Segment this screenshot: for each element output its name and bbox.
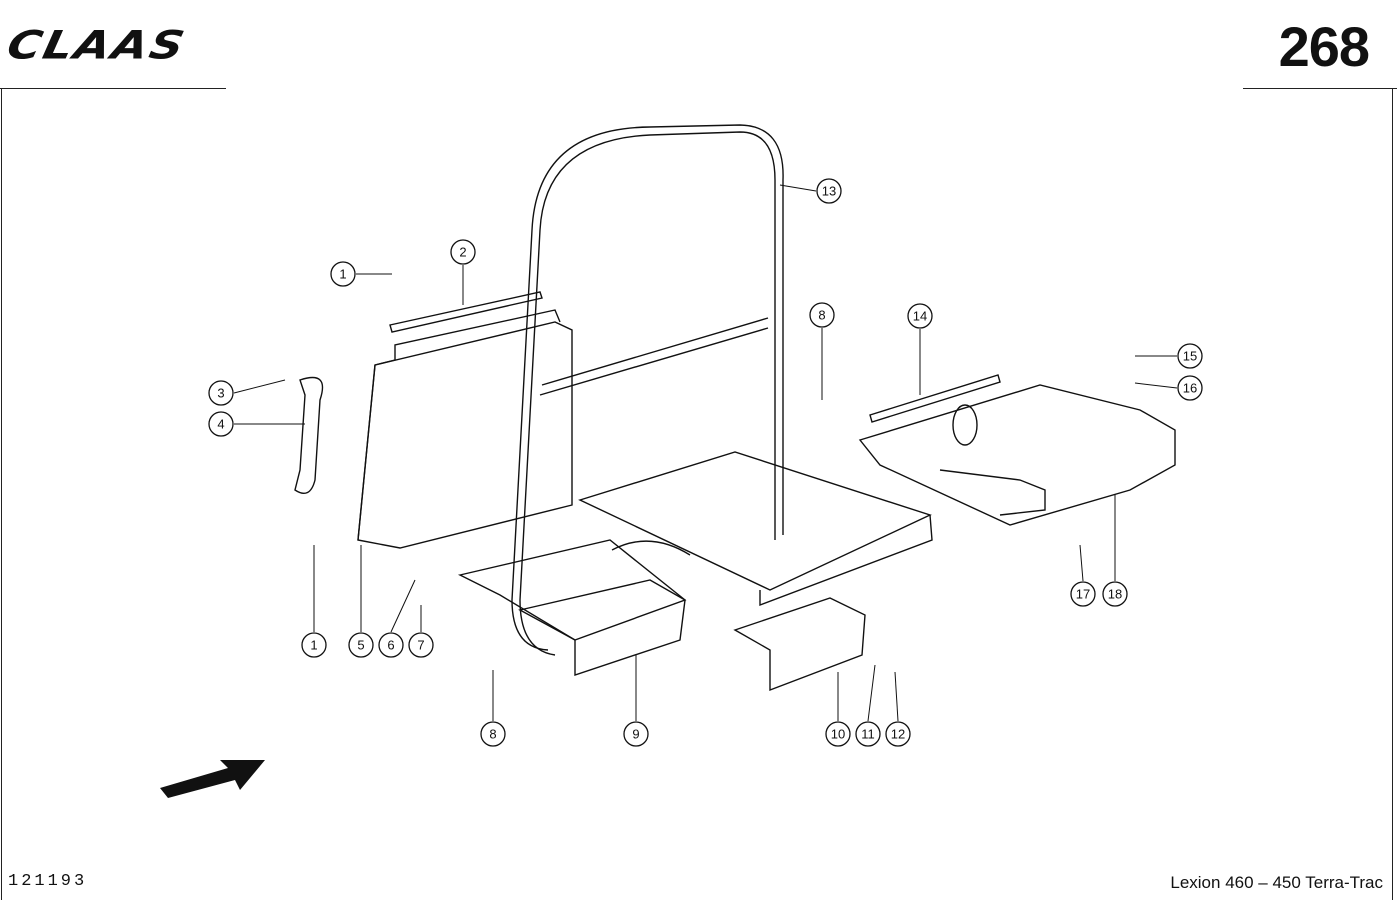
callout-5: 5 bbox=[348, 632, 374, 658]
svg-text:10: 10 bbox=[831, 727, 845, 742]
floor-plate bbox=[457, 451, 933, 641]
direction-arrow-icon bbox=[160, 760, 265, 798]
leader-lines bbox=[233, 184, 1178, 722]
svg-text:3: 3 bbox=[217, 386, 224, 401]
svg-text:2: 2 bbox=[459, 245, 466, 260]
model-name: Lexion 460 – 450 Terra-Trac bbox=[1170, 873, 1383, 892]
header-divider-right bbox=[1243, 88, 1397, 89]
header-divider-left bbox=[0, 88, 226, 89]
svg-text:8: 8 bbox=[818, 308, 825, 323]
svg-text:7: 7 bbox=[417, 638, 424, 653]
callout-4: 4 bbox=[208, 411, 234, 437]
callout-1b: 1 bbox=[301, 632, 327, 658]
callout-18: 18 bbox=[1102, 581, 1128, 607]
callout-12: 12 bbox=[885, 721, 911, 747]
frame-right bbox=[1392, 88, 1393, 900]
callout-6: 6 bbox=[378, 632, 404, 658]
frame-left bbox=[1, 88, 2, 900]
svg-text:18: 18 bbox=[1108, 587, 1122, 602]
bracket bbox=[733, 597, 866, 692]
callout-17: 17 bbox=[1070, 581, 1096, 607]
callout-3: 3 bbox=[208, 380, 234, 406]
roll-bar bbox=[511, 124, 784, 656]
svg-text:1: 1 bbox=[339, 267, 346, 282]
handle bbox=[294, 376, 324, 494]
svg-text:12: 12 bbox=[891, 727, 905, 742]
page-number: 268 bbox=[1278, 15, 1370, 78]
svg-text:15: 15 bbox=[1183, 349, 1197, 364]
svg-text:1: 1 bbox=[310, 638, 317, 653]
side-panel bbox=[357, 309, 573, 549]
callout-8: 8 bbox=[480, 721, 506, 747]
callout-7: 7 bbox=[408, 632, 434, 658]
strip bbox=[869, 374, 1001, 423]
svg-text:9: 9 bbox=[632, 727, 639, 742]
svg-text:13: 13 bbox=[822, 184, 836, 199]
svg-text:4: 4 bbox=[217, 417, 224, 432]
callout-10: 10 bbox=[825, 721, 851, 747]
callout-13: 13 bbox=[816, 178, 842, 204]
callout-14: 14 bbox=[907, 303, 933, 329]
strip bbox=[389, 291, 543, 333]
callout-9: 9 bbox=[623, 721, 649, 747]
tray bbox=[858, 384, 1176, 526]
callout-1: 1 bbox=[330, 261, 356, 287]
svg-text:6: 6 bbox=[387, 638, 394, 653]
drawing-number: 121193 bbox=[8, 872, 88, 891]
callout-2: 2 bbox=[450, 239, 476, 265]
svg-text:8: 8 bbox=[489, 727, 496, 742]
callout-15: 15 bbox=[1177, 343, 1203, 369]
svg-text:17: 17 bbox=[1076, 587, 1090, 602]
callout-8b: 8 bbox=[809, 302, 835, 328]
svg-text:16: 16 bbox=[1183, 381, 1197, 396]
svg-text:5: 5 bbox=[357, 638, 364, 653]
bracket bbox=[518, 579, 686, 676]
callout-11: 11 bbox=[855, 721, 881, 747]
callout-16: 16 bbox=[1177, 375, 1203, 401]
svg-text:14: 14 bbox=[913, 309, 927, 324]
svg-text:11: 11 bbox=[861, 727, 875, 742]
